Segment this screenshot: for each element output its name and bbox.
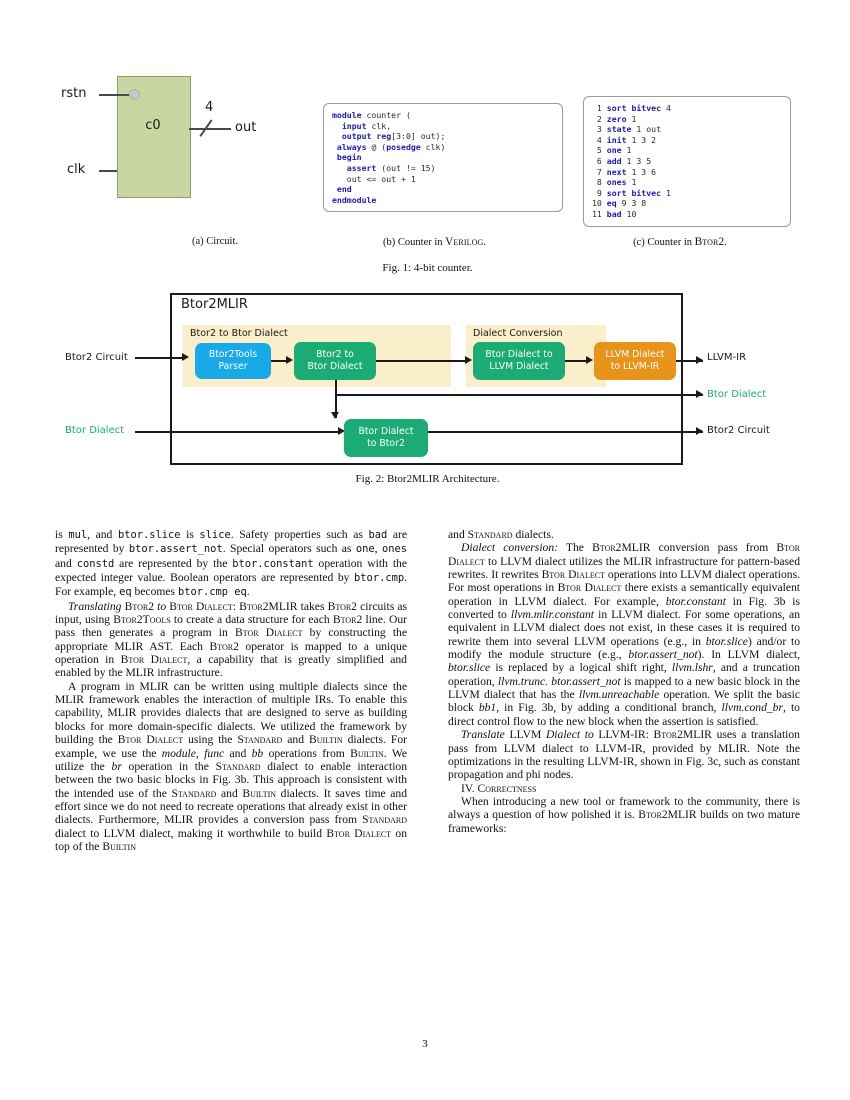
group-btor2-to-btor-dialect-label: Btor2 to Btor Dialect xyxy=(190,328,288,339)
edge-out-llvmir xyxy=(676,360,703,362)
node-btor2tools-parser[interactable]: Btor2Tools Parser xyxy=(195,343,271,379)
left-paragraph-3: A program in MLIR can be written using m… xyxy=(55,679,408,853)
left-column: is mul, and btor.slice is slice. Safety … xyxy=(55,528,407,853)
right-paragraph-3: Translate LLVM Dialect to LLVM-IR: Btor2… xyxy=(448,728,800,782)
circuit-diagram: c0 rstn clk out 4 xyxy=(55,58,315,233)
figure-2: Btor2MLIR Btor2 to Btor Dialect Dialect … xyxy=(55,285,800,495)
verilog-code-card: module counter ( input clk, output reg[3… xyxy=(323,103,563,213)
label-input-btor-dialect: Btor Dialect xyxy=(65,425,125,436)
node-btor2tools-parser-line1: Btor2Tools xyxy=(208,349,258,360)
figure1-subcaption-c: (c) Counter in Btor2. xyxy=(575,236,785,248)
circuit-bus-width-label: 4 xyxy=(205,100,214,115)
node-llvm-dialect-to-llvm-ir-line2: to LLVM-IR xyxy=(610,361,660,372)
subcaption-c-prefix: (c) Counter in xyxy=(633,237,695,248)
subcaption-b-suffix: . xyxy=(483,237,486,248)
body-columns: is mul, and btor.slice is slice. Safety … xyxy=(55,528,800,1008)
figure1-caption: Fig. 1: 4-bit counter. xyxy=(382,262,473,274)
arrowhead-out-llvmir xyxy=(696,356,703,364)
edge-in-btor-dialect xyxy=(135,431,340,433)
label-input-btor2-circuit: Btor2 Circuit xyxy=(65,352,128,363)
figure1-subcaption-b: (b) Counter in Verilog. xyxy=(317,236,552,248)
right-paragraph-2: Dialect conversion: The Btor2MLIR conver… xyxy=(448,541,801,728)
circuit-wire-rstn xyxy=(99,94,132,96)
edge-btor2-dialect-to-conversion xyxy=(376,360,466,362)
right-paragraph-1: and Standard dialects. xyxy=(448,528,554,541)
arrowhead-in-btor2-circuit xyxy=(182,353,189,361)
figure2-caption: Fig. 2: Btor2MLIR Architecture. xyxy=(355,473,500,485)
edge-parser-to-btor2-dialect xyxy=(271,360,287,362)
circuit-input-clk-label: clk xyxy=(67,162,86,177)
label-output-btor-dialect: Btor Dialect xyxy=(707,389,767,400)
label-output-llvm-ir: LLVM-IR xyxy=(707,352,747,363)
btor2-code-card: 1 sort bitvec 4 2 zero 1 3 state 1 out 4… xyxy=(583,96,791,227)
left-paragraph-2: Translating Btor2 to Btor Dialect: Btor2… xyxy=(55,599,407,680)
arrowhead-out-btor2-circuit xyxy=(696,427,703,435)
circuit-block-label: c0 xyxy=(145,118,161,133)
node-btor-dialect-to-btor2-line1: Btor Dialect xyxy=(358,426,414,437)
node-btor-dialect-to-btor2-line2: to Btor2 xyxy=(367,438,405,449)
circuit-wire-clk xyxy=(99,170,117,172)
node-btor-dialect-to-llvm-dialect[interactable]: Btor Dialect to LLVM Dialect xyxy=(473,342,565,380)
circuit-output-label: out xyxy=(235,120,257,135)
arrowhead-btor2-dialect-to-conversion xyxy=(465,356,472,364)
node-llvm-dialect-to-llvm-ir[interactable]: LLVM Dialect to LLVM-IR xyxy=(594,342,676,380)
edge-out-btor-dialect xyxy=(335,394,703,396)
group-dialect-conversion-label: Dialect Conversion xyxy=(473,328,563,339)
figure-1: c0 rstn clk out 4 module counter ( input… xyxy=(55,58,800,274)
arrowhead-parser-to-btor2-dialect xyxy=(286,356,293,364)
node-btor2tools-parser-line2: Parser xyxy=(218,361,248,372)
subcaption-b-prefix: (b) Counter in xyxy=(383,237,446,248)
arrowhead-in-btor-dialect xyxy=(338,427,345,435)
arrowhead-conversion-to-llvmir xyxy=(586,356,593,364)
right-column: and Standard dialects. Dialect conversio… xyxy=(448,528,800,835)
edge-in-btor2-circuit xyxy=(135,357,182,359)
left-paragraph-1: is mul, and btor.slice is slice. Safety … xyxy=(55,528,408,599)
node-btor2-to-btor-dialect[interactable]: Btor2 to Btor Dialect xyxy=(294,342,376,380)
node-btor2-to-btor-dialect-line2: Btor Dialect xyxy=(307,361,363,372)
edge-drop-to-dialect-to-btor2 xyxy=(335,380,337,418)
node-btor2-to-btor-dialect-line1: Btor2 to xyxy=(316,349,354,360)
architecture-title: Btor2MLIR xyxy=(181,297,248,312)
circuit-wire-out xyxy=(189,128,231,130)
section-title-correctness: IV. Correctness xyxy=(461,781,537,795)
circuit-inverter-bubble-icon xyxy=(129,89,140,100)
page-number: 3 xyxy=(422,1038,428,1050)
node-btor-dialect-to-llvm-dialect-line1: Btor Dialect to xyxy=(485,349,553,360)
arrowhead-drop-to-dialect-to-btor2 xyxy=(331,412,339,419)
subcaption-c-suffix: . xyxy=(724,237,727,248)
arrowhead-out-btor-dialect xyxy=(696,390,703,398)
label-output-btor2-circuit: Btor2 Circuit xyxy=(707,425,770,436)
circuit-input-rstn-label: rstn xyxy=(61,86,87,101)
figure1-subcaption-a: (a) Circuit. xyxy=(191,236,239,247)
right-paragraph-4: When introducing a new tool or framework… xyxy=(448,794,800,835)
subcaption-b-smallcaps: Verilog xyxy=(445,236,484,248)
node-btor-dialect-to-btor2[interactable]: Btor Dialect to Btor2 xyxy=(344,419,428,457)
node-btor-dialect-to-llvm-dialect-line2: LLVM Dialect xyxy=(489,361,549,372)
node-llvm-dialect-to-llvm-ir-line1: LLVM Dialect xyxy=(605,349,665,360)
edge-out-btor2-circuit xyxy=(428,431,703,433)
edge-conversion-to-llvmir xyxy=(565,360,587,362)
subcaption-c-smallcaps: Btor2 xyxy=(694,236,725,248)
